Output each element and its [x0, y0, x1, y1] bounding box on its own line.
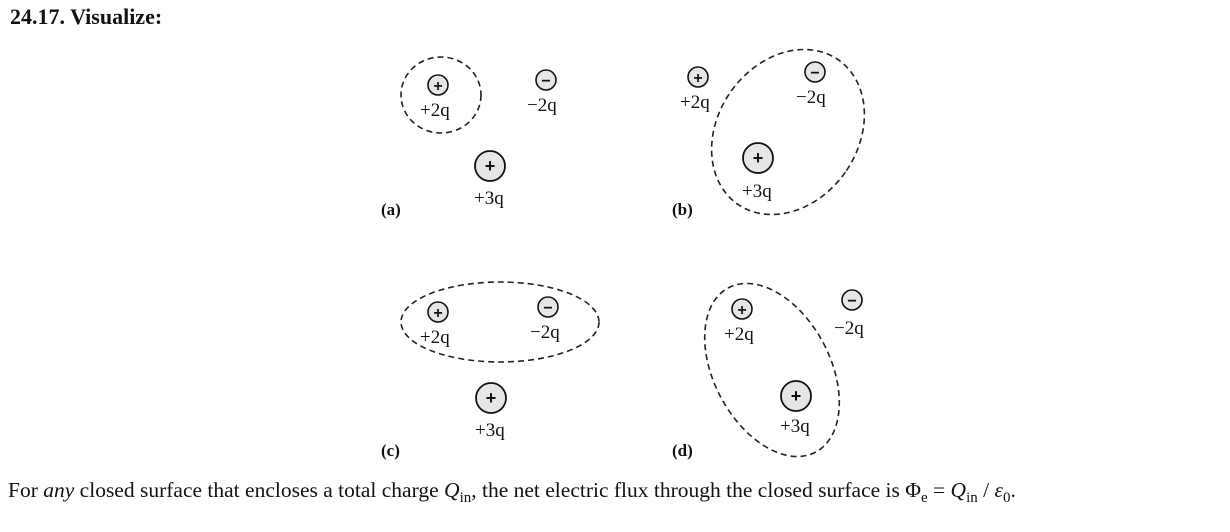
- svg-text:+: +: [753, 148, 764, 168]
- panel-d: + +2q − −2q + +3q (d): [672, 282, 864, 460]
- charge-label: −2q: [527, 95, 557, 116]
- svg-text:−: −: [847, 293, 856, 310]
- charge-label: +3q: [475, 420, 505, 441]
- positive-charge-icon: [687, 66, 709, 88]
- charge-diagrams: .surface { fill: none; stroke: #222; str…: [381, 48, 866, 460]
- positive-charge-icon: [475, 382, 507, 414]
- charge-b-minus2q: − −2q: [796, 61, 826, 108]
- charge-label: +3q: [474, 188, 504, 209]
- negative-charge-icon: [535, 69, 557, 91]
- positive-charge-icon: [731, 298, 753, 320]
- positive-charge-icon: [780, 380, 812, 412]
- charge-label: +3q: [742, 181, 772, 202]
- panel-a: + +2q − −2q + +3q (a): [381, 56, 557, 219]
- charge-b-plus3q: + +3q: [742, 142, 774, 202]
- svg-text:+: +: [486, 388, 497, 408]
- panel-label-a: (a): [381, 200, 401, 219]
- svg-text:+: +: [433, 305, 442, 322]
- negative-charge-icon: [841, 289, 863, 311]
- svg-text:+: +: [433, 78, 442, 95]
- svg-text:−: −: [541, 73, 550, 90]
- panel-label-d: (d): [672, 441, 693, 460]
- positive-charge-icon: [427, 301, 449, 323]
- problem-heading: 24.17. Visualize:: [10, 4, 163, 29]
- charge-label: −2q: [834, 318, 864, 339]
- positive-charge-icon: [427, 74, 449, 96]
- svg-text:+: +: [485, 156, 496, 176]
- charge-c-plus2q: + +2q: [420, 301, 450, 348]
- charge-label: +2q: [680, 92, 710, 113]
- charge-c-minus2q: − −2q: [530, 296, 560, 343]
- explanation-text: For any closed surface that encloses a t…: [8, 478, 1016, 506]
- svg-text:−: −: [810, 65, 819, 82]
- negative-charge-icon: [804, 61, 826, 83]
- charge-a-minus2q: − −2q: [527, 69, 557, 116]
- gaussian-surface-d: [703, 282, 841, 458]
- charge-c-plus3q: + +3q: [475, 382, 507, 441]
- charge-label: −2q: [530, 322, 560, 343]
- charge-label: +2q: [420, 100, 450, 121]
- charge-label: +2q: [420, 327, 450, 348]
- charge-a-plus2q: + +2q: [420, 74, 450, 121]
- svg-text:+: +: [791, 386, 802, 406]
- charge-label: −2q: [796, 87, 826, 108]
- gaussian-surface-c: [400, 281, 600, 363]
- svg-text:+: +: [737, 302, 746, 319]
- panel-label-c: (c): [381, 441, 400, 460]
- gaussian-surface-b: [710, 48, 866, 216]
- positive-charge-icon: [742, 142, 774, 174]
- charge-label: +2q: [724, 324, 754, 345]
- panel-b: + +2q − −2q + +3q (b): [672, 48, 866, 219]
- charge-b-plus2q: + +2q: [680, 66, 710, 113]
- gaussian-surface-a: [400, 56, 482, 134]
- svg-text:+: +: [693, 70, 702, 87]
- panel-label-b: (b): [672, 200, 693, 219]
- negative-charge-icon: [537, 296, 559, 318]
- charge-d-plus2q: + +2q: [724, 298, 754, 345]
- svg-text:−: −: [543, 300, 552, 317]
- charge-label: +3q: [780, 416, 810, 437]
- panel-c: + +2q − −2q + +3q (c): [381, 281, 600, 460]
- charge-d-plus3q: + +3q: [780, 380, 812, 437]
- positive-charge-icon: [474, 150, 506, 182]
- charge-a-plus3q: + +3q: [474, 150, 506, 209]
- charge-d-minus2q: − −2q: [834, 289, 864, 339]
